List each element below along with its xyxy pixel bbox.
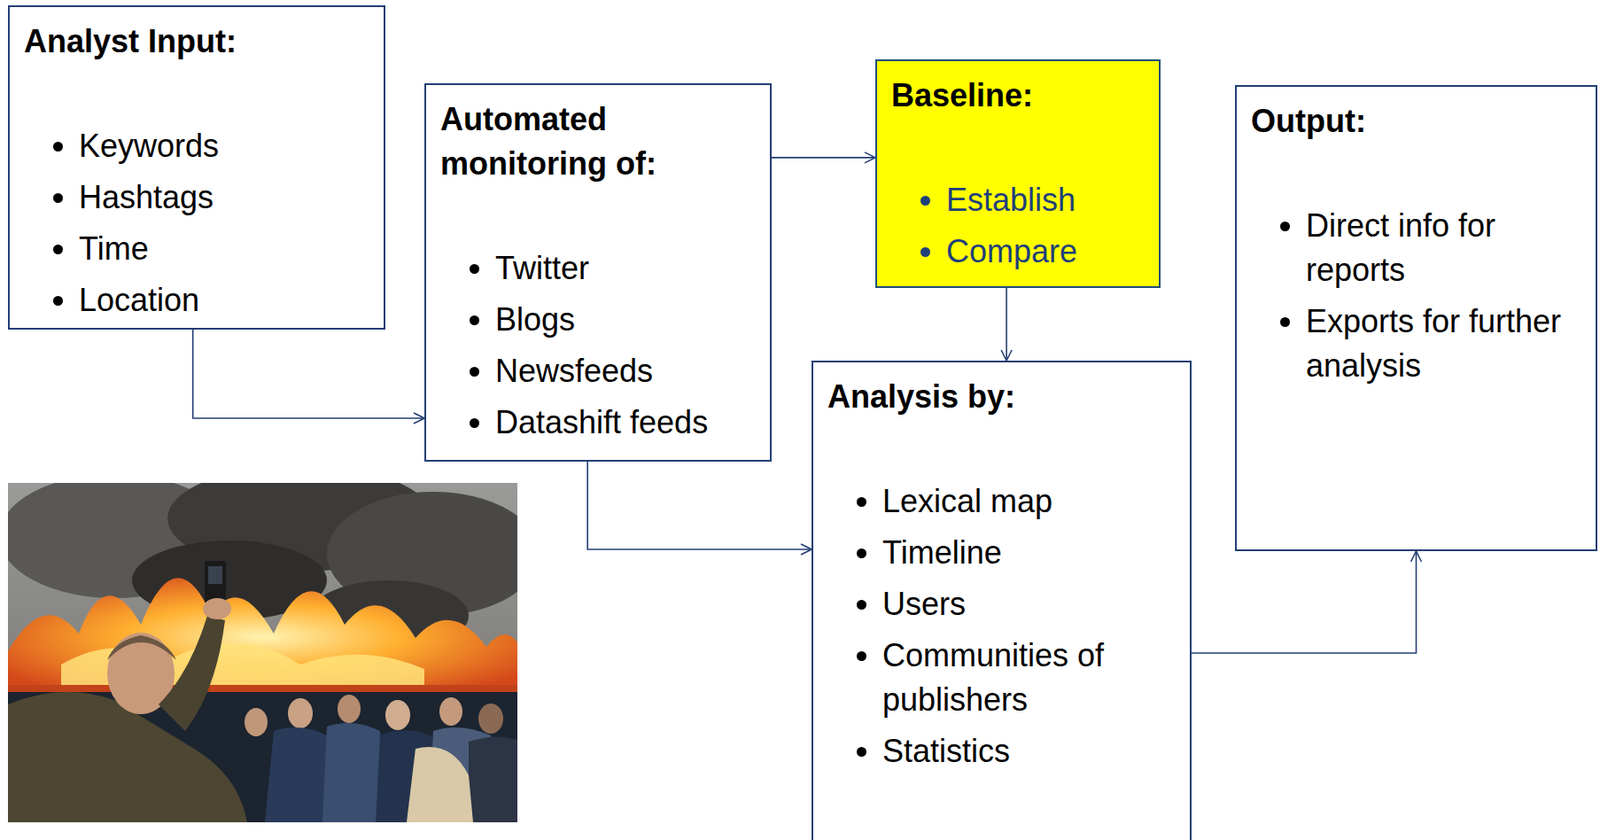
connector-arrow [1191, 551, 1417, 653]
connector-arrow [771, 156, 876, 159]
bullet-list: TwitterBlogsNewsfeedsDatashift feeds [440, 246, 760, 445]
bullet-item: Lexical map [882, 479, 1180, 524]
process-box: Baseline: EstablishCompare [875, 59, 1161, 288]
bullet-item: Communities of publishers [882, 633, 1180, 723]
bullet-list: EstablishCompare [891, 178, 1149, 274]
process-box: Output: Direct info for reportsExports fo… [1234, 85, 1598, 552]
bullet-list: KeywordsHashtagsTimeLocation [23, 124, 373, 323]
bullet-item: Compare [946, 229, 1149, 274]
bullet-item: Keywords [78, 124, 373, 169]
bullet-list: Lexical mapTimelineUsersCommunities of p… [827, 479, 1180, 774]
box-heading: Analyst Input: [23, 19, 373, 64]
bullet-item: Datashift feeds [495, 400, 760, 445]
bullet-item: Blogs [495, 297, 760, 342]
connector-arrow [193, 329, 425, 419]
process-box: Automated monitoring of: TwitterBlogsNews… [424, 83, 772, 462]
fire-photo [7, 482, 518, 823]
bullet-item: Users [882, 582, 1180, 627]
bullet-item: Timeline [882, 530, 1180, 575]
connector-arrow [1005, 287, 1008, 361]
bullet-item: Hashtags [78, 175, 373, 220]
bullet-list: Direct info for reportsExports for furth… [1250, 203, 1585, 389]
bullet-item: Direct info for reports [1305, 203, 1585, 293]
bullet-item: Twitter [495, 246, 760, 291]
box-heading: Analysis by: [827, 374, 1180, 420]
bullet-item: Exports for further analysis [1305, 299, 1585, 389]
box-heading: Output: [1250, 99, 1585, 144]
bullet-item: Newsfeeds [495, 349, 760, 394]
bullet-item: Establish [946, 178, 1149, 223]
connector-arrow [587, 461, 812, 550]
bullet-item: Statistics [882, 729, 1180, 774]
bullet-item: Location [78, 278, 373, 323]
box-heading: Baseline: [891, 73, 1149, 118]
process-box: Analyst Input: KeywordsHashtagsTimeLocati… [7, 5, 386, 330]
process-box: Analysis by: Lexical mapTimelineUsersComm… [811, 360, 1192, 840]
box-heading: Automated monitoring of: [440, 97, 760, 187]
bullet-item: Time [78, 226, 373, 272]
